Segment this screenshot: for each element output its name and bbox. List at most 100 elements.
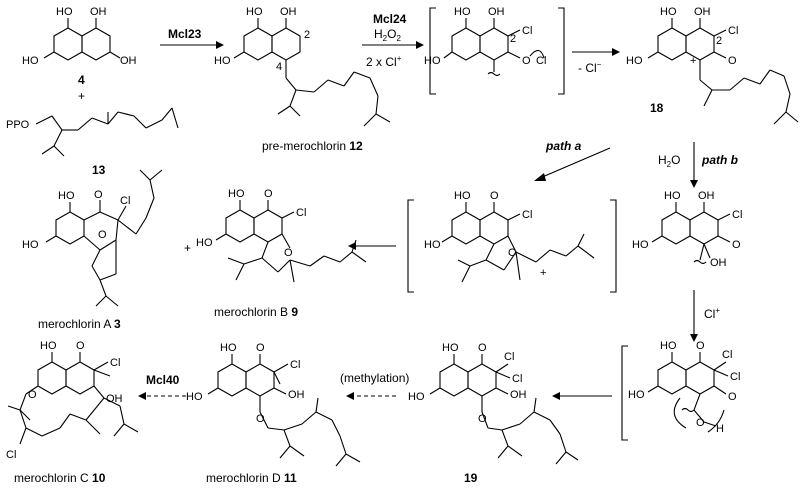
hydroxyl-label: HO (214, 55, 231, 67)
hydroxyl-label: HO (186, 391, 203, 403)
position-label: 4 (276, 61, 282, 73)
arrowhead (690, 180, 698, 188)
merochlorin-c-label: merochlorin C 10 (14, 471, 106, 485)
bracket-intermediate-1: HO OH HO Cl O Cl 2 (424, 6, 565, 95)
cl-equivalents-label: 2 x Cl+ (366, 54, 402, 69)
hydroxyl-label: HO (626, 55, 643, 67)
oxygen-label: O (728, 55, 737, 67)
hydroxyl-label: HO (632, 239, 649, 251)
hydroxyl-label: OH (510, 389, 527, 401)
mcl23-label: Mcl23 (168, 27, 202, 41)
chlorine-label: Cl (120, 195, 130, 207)
oxygen-label: O (522, 55, 531, 67)
h2o2-label: H2O2 (374, 27, 401, 43)
oxygen-label: O (256, 342, 265, 354)
compound-4-structure: HO OH HO OH (22, 6, 137, 67)
chlorine-label: Cl (522, 25, 532, 37)
plus-sign: + (184, 241, 191, 255)
merochlorin-c-structure: HO O O Cl OH Cl (6, 340, 139, 461)
chlorine-label: Cl (728, 25, 738, 37)
hydroxyl-label: HO (58, 190, 75, 202)
hydroxyl-label: OH (280, 6, 297, 18)
merochlorin-d-label: merochlorin D 11 (206, 471, 297, 485)
arrowhead (690, 334, 698, 342)
chlorine-label: Cl (522, 209, 532, 221)
chlorine-label: Cl (512, 373, 522, 385)
oxygen-label: O (94, 189, 103, 201)
mcl40-label: Mcl40 (146, 373, 180, 387)
chlorine-label: Cl (722, 349, 732, 361)
merochlorin-a-structure: HO O HO Cl O (22, 169, 163, 307)
position-label: 2 (716, 35, 722, 47)
oxygen-label: O (98, 229, 107, 241)
electron-push-arrow (707, 409, 725, 433)
hydroxyl-label: OH (710, 257, 727, 269)
arrowhead (138, 392, 146, 400)
oxygen-label: O (696, 340, 705, 352)
oxygen-label: O (490, 190, 499, 202)
path-a-arrow (539, 147, 611, 179)
water-label: H2O (658, 153, 680, 169)
chlorine-label: Cl (6, 449, 16, 461)
compound-13-structure: PPO (6, 107, 179, 157)
hydroxyl-label: OH (106, 393, 123, 405)
hydroxyl-label: HO (228, 188, 245, 200)
electron-push-arrow (673, 397, 687, 429)
oxygen-label: O (264, 188, 273, 200)
compound-19-structure: HO O HO Cl Cl OH O (408, 342, 579, 465)
oxygen-label: O (696, 417, 705, 429)
pyrophosphate-label: PPO (6, 119, 30, 131)
chlorine-label: Cl (110, 357, 120, 369)
hydroxyl-label: HO (424, 55, 441, 67)
hydroxyl-label: HO (442, 342, 459, 354)
hydroxyl-label: HO (660, 6, 677, 18)
oxygen-label: O (284, 247, 293, 259)
merochlorin-d-structure: HO O HO Cl OH O (186, 342, 361, 467)
hydroxyl-label: HO (454, 6, 471, 18)
merochlorin-b-label: merochlorin B 9 (214, 305, 298, 319)
hydroxyl-label: OH (698, 190, 715, 202)
compound-18-label: 18 (650, 101, 664, 115)
mcl24-label: Mcl24 (373, 12, 407, 26)
compound-12-label: pre-merochlorin 12 (262, 139, 363, 153)
merochlorin-a-label: merochlorin A 3 (38, 317, 121, 331)
position-label: 2 (510, 33, 516, 45)
hydroxyl-label: HO (220, 342, 237, 354)
chloronium-label: Cl+ (704, 306, 720, 321)
hydroxyl-label: HO (246, 6, 263, 18)
hydroxyl-label: HO (22, 55, 39, 67)
compound-19-label: 19 (464, 471, 478, 485)
chlorine-label: Cl (732, 209, 742, 221)
cation-label: + (690, 55, 696, 67)
arrowhead (612, 48, 620, 56)
path-b-intermediate-structure: HO OH HO Cl O OH (632, 190, 742, 269)
compound-4-label: 4 (78, 73, 85, 87)
hydroxyl-label: HO (408, 391, 425, 403)
electron-push-arrow (529, 49, 545, 59)
chlorine-label: Cl (296, 207, 306, 219)
oxygen-label: O (508, 247, 517, 259)
arrowhead (552, 392, 560, 400)
hydroxyl-label: HO (664, 190, 681, 202)
chlorine-label: Cl (290, 359, 300, 371)
chlorine-label: Cl (504, 351, 514, 363)
arrowhead (348, 242, 356, 250)
oxygen-label: O (478, 342, 487, 354)
compound-12-structure: HO OH HO 2 4 (214, 6, 391, 127)
hydroxyl-label: HO (22, 239, 39, 251)
hydroxyl-label: OH (694, 6, 711, 18)
oxygen-label: O (728, 391, 737, 403)
path-b-label: path b (701, 153, 738, 167)
oxygen-label: O (256, 413, 265, 425)
arrowhead (216, 41, 224, 49)
path-a-label: path a (545, 139, 582, 153)
hydroxyl-label: HO (660, 340, 677, 352)
arrowhead (534, 173, 546, 181)
chloride-loss-label: - Cl− (578, 60, 602, 75)
bracket-intermediate-2: HO O HO Cl O + (407, 190, 617, 293)
arrowhead (416, 41, 424, 49)
oxygen-label: O (478, 413, 487, 425)
hydroxyl-label: HO (628, 389, 645, 401)
bracket-intermediate-3: HO O HO Cl Cl O O H (621, 340, 740, 441)
hydroxyl-label: OH (120, 55, 137, 67)
